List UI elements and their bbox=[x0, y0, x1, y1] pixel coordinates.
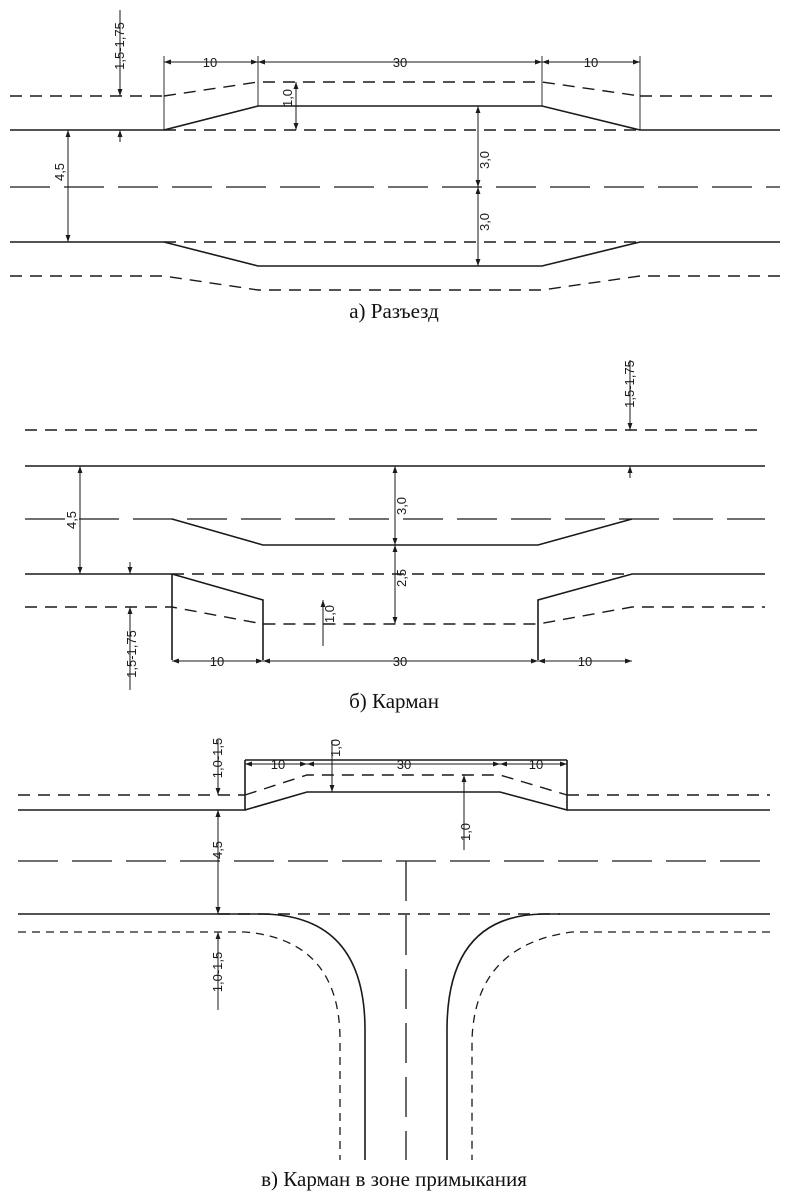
b-bay-dashed bbox=[25, 606, 765, 625]
a-dim-1-0: 1,0 bbox=[280, 89, 295, 107]
c-caption: в) Карман в зоне примыкания bbox=[261, 1167, 527, 1191]
b-dim-10-right: 10 bbox=[578, 654, 592, 669]
panel-b-bus-bay: 1,5-1,75 4,5 3,0 2,5 1,0 1,5-1,75 10 30 … bbox=[25, 360, 765, 713]
c-top-dashed-edge bbox=[18, 774, 770, 796]
b-bottom-solid-edge bbox=[25, 573, 765, 660]
b-dim-10-left: 10 bbox=[210, 654, 224, 669]
a-top-solid-edge bbox=[10, 105, 780, 131]
a-top-dashed-edge bbox=[10, 81, 780, 97]
c-dim-10-right: 10 bbox=[529, 757, 543, 772]
b-dim-3-0: 3,0 bbox=[394, 497, 409, 515]
c-top-solid-edge bbox=[18, 760, 770, 812]
c-dim-10-left: 10 bbox=[271, 757, 285, 772]
b-lane-shift bbox=[171, 518, 633, 546]
c-dim-1-0-1-5-top: 1,0-1,5 bbox=[210, 738, 225, 778]
c-bottom-dashed-right bbox=[471, 931, 770, 1160]
a-bottom-dashed-edge bbox=[10, 275, 780, 291]
a-caption: а) Разъезд bbox=[349, 299, 439, 323]
a-dim-10-right: 10 bbox=[584, 55, 598, 70]
b-dim-1-0: 1,0 bbox=[322, 605, 337, 623]
b-dim-4-5: 4,5 bbox=[64, 511, 79, 529]
a-dim-offset: 1,5-1,75 bbox=[112, 22, 127, 70]
c-bottom-dashed-left bbox=[18, 931, 341, 1160]
a-ext-lines bbox=[163, 56, 641, 130]
c-dim-1-0-right: 1,0 bbox=[458, 823, 473, 841]
c-bottom-solid-left bbox=[18, 913, 366, 1160]
c-bottom-solid-right bbox=[446, 913, 770, 1160]
c-dim-4-5: 4,5 bbox=[210, 841, 225, 859]
c-dim-30: 30 bbox=[397, 757, 411, 772]
b-dim-30: 30 bbox=[393, 654, 407, 669]
panel-a-passing-place: 10 30 10 1,5-1,75 1,0 4,5 3,0 3,0 а) Раз… bbox=[10, 10, 780, 323]
panel-c-bay-at-junction: 1,0-1,5 10 30 10 1,0 4,5 1,0 1,0-1,5 в) … bbox=[18, 738, 770, 1191]
a-dim-3-0-lower: 3,0 bbox=[477, 213, 492, 231]
b-dim-offset-right: 1,5-1,75 bbox=[622, 360, 637, 408]
c-dim-1-0-top: 1,0 bbox=[328, 739, 343, 757]
c-dim-1-0-1-5-bottom: 1,0-1,5 bbox=[210, 952, 225, 992]
a-dim-30: 30 bbox=[393, 55, 407, 70]
a-dim-4-5: 4,5 bbox=[52, 163, 67, 181]
a-dim-3-0-upper: 3,0 bbox=[477, 151, 492, 169]
a-dim-10-left: 10 bbox=[203, 55, 217, 70]
b-dim-offset-left: 1,5-1,75 bbox=[124, 630, 139, 678]
a-bottom-solid-edge bbox=[10, 241, 780, 267]
b-dim-2-5: 2,5 bbox=[394, 569, 409, 587]
b-caption: б) Карман bbox=[349, 689, 439, 713]
